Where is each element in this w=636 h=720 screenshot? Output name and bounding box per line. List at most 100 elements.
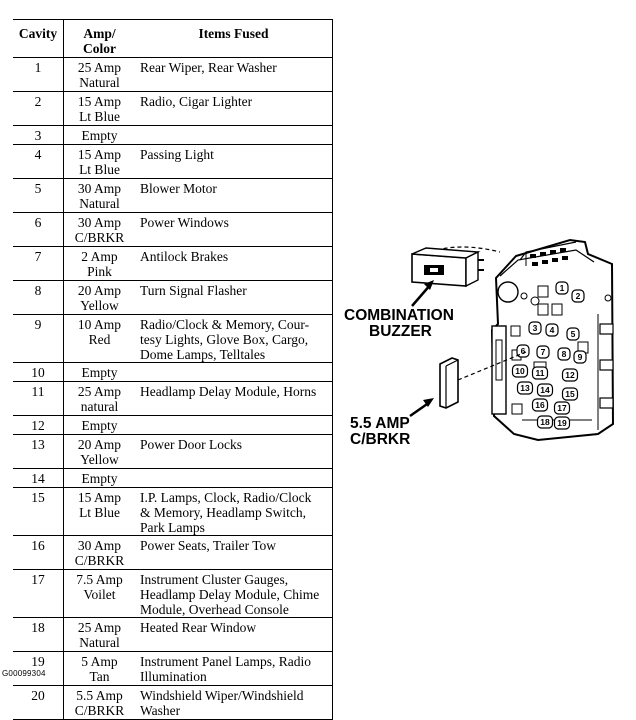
fuse-slot-shape [553,401,571,415]
amp-color-line: 30 Amp [77,181,122,196]
items-fused-line: Headlamp Delay Module, Chime [140,587,320,602]
fuse-slot-shape [516,381,534,395]
cell-items-fused: Turn Signal Flasher [135,280,333,315]
fuse-block-diagram: COMBINATION BUZZER [344,238,615,448]
fuse-position-19: 19 [553,416,571,430]
fuse-slot-shape [566,327,580,341]
cell-cavity: 10 [13,362,64,382]
header-items-fused: Items Fused [135,19,333,58]
items-fused-line: Heated Rear Window [140,620,257,635]
fuse-number-label: 19 [557,418,567,428]
fuse-position-2: 2 [571,289,585,303]
items-fused-line: Blower Motor [140,181,217,196]
items-fused-line: Headlamp Delay Module, Horns [140,384,317,399]
amp-color-line: 5 Amp [81,654,118,669]
amp-color-line: 25 Amp [77,60,122,75]
cell-items-fused: Power Seats, Trailer Tow [135,535,333,570]
fuse-position-16: 16 [531,398,549,412]
fuse-number-label: 10 [515,366,525,376]
items-fused-line: Dome Lamps, Telltales [140,347,266,362]
cell-items-fused: I.P. Lamps, Clock, Radio/Clock& Memory, … [135,487,333,536]
amp-color-line: Tan [89,669,110,684]
cell-items-fused: Power Windows [135,212,333,247]
items-fused-line: tesy Lights, Glove Box, Cargo, [140,332,309,347]
cell-items-fused: Instrument Cluster Gauges,Headlamp Delay… [135,569,333,618]
fuse-number-label: 12 [565,370,575,380]
amp-color-line: Lt Blue [79,162,120,177]
buzzer-dashed-link [429,246,501,253]
amp-color-line: Pink [87,264,112,279]
amp-color-line: C/BRKR [74,230,125,245]
fuse-position-14: 14 [536,383,554,397]
amp-color-line: 15 Amp [77,94,122,109]
amp-color-line: 30 Amp [77,215,122,230]
amp-color-line: Yellow [80,452,119,467]
items-fused-line: Instrument Panel Lamps, Radio [140,654,311,669]
cell-items-fused: Antilock Brakes [135,246,333,281]
amp-color-line: C/BRKR [74,703,125,718]
fuse-number-label: 8 [562,349,567,359]
amp-color-line: 15 Amp [77,490,122,505]
fuse-number-label: 9 [578,352,583,362]
cell-items-fused: Radio/Clock & Memory, Cour-tesy Lights, … [135,314,333,363]
fuse-position-8: 8 [557,347,571,361]
fuse-number-label: 3 [533,323,538,333]
cell-items-fused: Heated Rear Window [135,617,333,652]
fuse-number-label: 17 [557,403,567,413]
cell-cavity: 6 [13,212,64,247]
items-fused-line: Windshield Wiper/Windshield [140,688,304,703]
amp-color-line: 25 Amp [77,384,122,399]
amp-color-line: Empty [81,418,118,433]
cell-items-fused: Power Door Locks [135,434,333,469]
fuse-number-label: 13 [520,383,530,393]
amp-color-line: Yellow [80,298,119,313]
fuse-slot-shape [536,383,554,397]
fuse-number-label: 11 [536,368,545,378]
cell-cavity: 2 [13,91,64,126]
cell-cavity: 13 [13,434,64,469]
fuse-position-3: 3 [528,321,542,335]
cell-amp-color: Empty [63,362,135,382]
amp-color-line: Lt Blue [79,505,120,520]
fuse-number-label: 7 [541,347,546,357]
fuse-position-13: 13 [516,381,534,395]
fuse-slot-shape [516,344,530,358]
amp-color-line: 20 Amp [77,437,122,452]
header-amp-line: Amp/ [83,26,116,41]
fuse-slot-shape [531,398,549,412]
fuse-position-4: 4 [545,323,559,337]
cell-cavity: 11 [13,381,64,416]
items-fused-line: Passing Light [140,147,214,162]
callout-circuit-breaker-line2: C/BRKR [350,431,410,448]
cell-cavity: 9 [13,314,64,363]
amp-color-line: 15 Amp [77,147,122,162]
items-fused-line: Power Windows [140,215,229,230]
amp-color-line: Natural [79,196,120,211]
cell-items-fused: Radio, Cigar Lighter [135,91,333,126]
fuse-number-label: 15 [565,389,575,399]
items-fused-line: Antilock Brakes [140,249,229,264]
circuit-breaker-arrow-icon [409,398,434,418]
fuse-slot-shape [545,323,559,337]
fuse-position-6: 6 [516,344,530,358]
amp-color-line: 30 Amp [77,538,122,553]
